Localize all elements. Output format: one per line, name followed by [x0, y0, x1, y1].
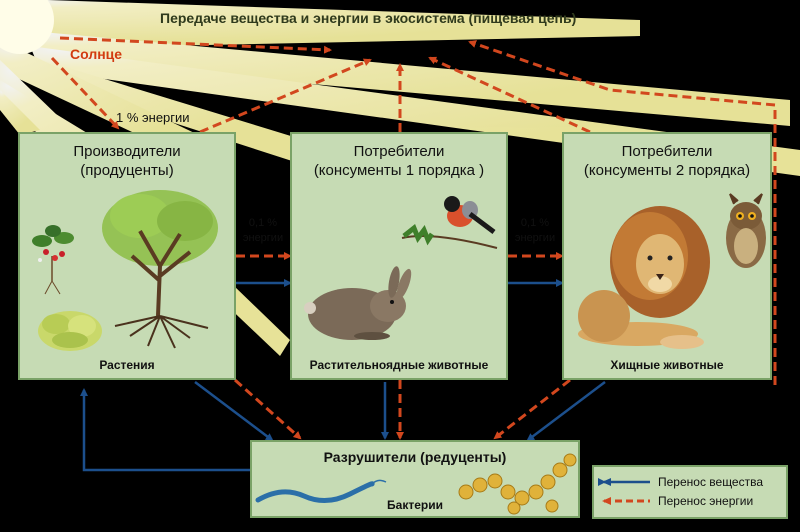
consumers1-caption: Растительноядные животные — [309, 358, 489, 372]
energy-01pct-b-value: 0,1 % — [520, 217, 550, 229]
sun-label: Солнце — [70, 46, 123, 62]
producers-caption: Растения — [99, 358, 155, 372]
energy-arrows — [50, 36, 777, 440]
producers-title-line2: (продуценты) — [80, 162, 174, 179]
consumers1-title-line1: Потребители — [353, 143, 445, 160]
sun-icon — [0, 0, 54, 54]
legend-energy-label: Перенос энергии — [658, 494, 754, 508]
consumers2-title-line2: (консументы 2 порядка) — [583, 162, 751, 179]
consumers2-box: Потребители (консументы 2 порядка) — [562, 132, 772, 380]
producers-illustration — [32, 190, 218, 351]
energy-01pct-b-word: энергии — [514, 232, 556, 244]
consumers1-illustration — [304, 196, 498, 340]
moss-icon — [38, 311, 102, 351]
tree-icon — [102, 190, 218, 349]
owl-icon — [726, 193, 766, 268]
consumers1-title-line2: (консументы 1 порядка ) — [313, 162, 485, 179]
matter-arrows — [80, 279, 606, 472]
diagram-title: Передаче вещества и энергии в экосистема… — [160, 10, 577, 26]
legend: Перенос вещества Перенос энергии — [592, 465, 788, 519]
producers-title: Производители (продуценты) — [20, 142, 234, 180]
energy-01pct-label-b: 0,1 % энергии — [508, 216, 562, 246]
consumers2-title: Потребители (консументы 2 порядка) — [564, 142, 770, 180]
strawberry-plant-icon — [32, 225, 74, 295]
consumers2-illustration — [578, 193, 766, 349]
legend-matter-label: Перенос вещества — [658, 475, 764, 489]
energy-1pct-label: 1 % энергии — [116, 110, 190, 125]
decomposers-caption: Бактерии — [387, 498, 443, 512]
decomposers-box: Разрушители (редуценты) Бактерии — [250, 440, 580, 518]
producers-box: Производители (продуценты) — [18, 132, 236, 380]
decomposers-title: Разрушители (редуценты) — [323, 449, 507, 465]
consumers2-caption: Хищные животные — [610, 358, 724, 372]
bullfinch-icon — [401, 196, 498, 249]
consumers1-box: Потребители (консументы 1 порядка ) — [290, 132, 508, 380]
consumers2-title-line1: Потребители — [621, 143, 713, 160]
consumers1-title: Потребители (консументы 1 порядка ) — [292, 142, 506, 180]
energy-01pct-a-value: 0,1 % — [248, 217, 278, 229]
rabbit-icon — [304, 266, 412, 340]
lion-icon — [578, 206, 710, 349]
producers-title-line1: Производители — [73, 143, 181, 160]
legend-keys — [598, 478, 650, 505]
energy-01pct-a-word: энергии — [242, 232, 284, 244]
energy-01pct-label-a: 0,1 % энергии — [236, 216, 290, 246]
bacteria-icon — [255, 453, 577, 515]
